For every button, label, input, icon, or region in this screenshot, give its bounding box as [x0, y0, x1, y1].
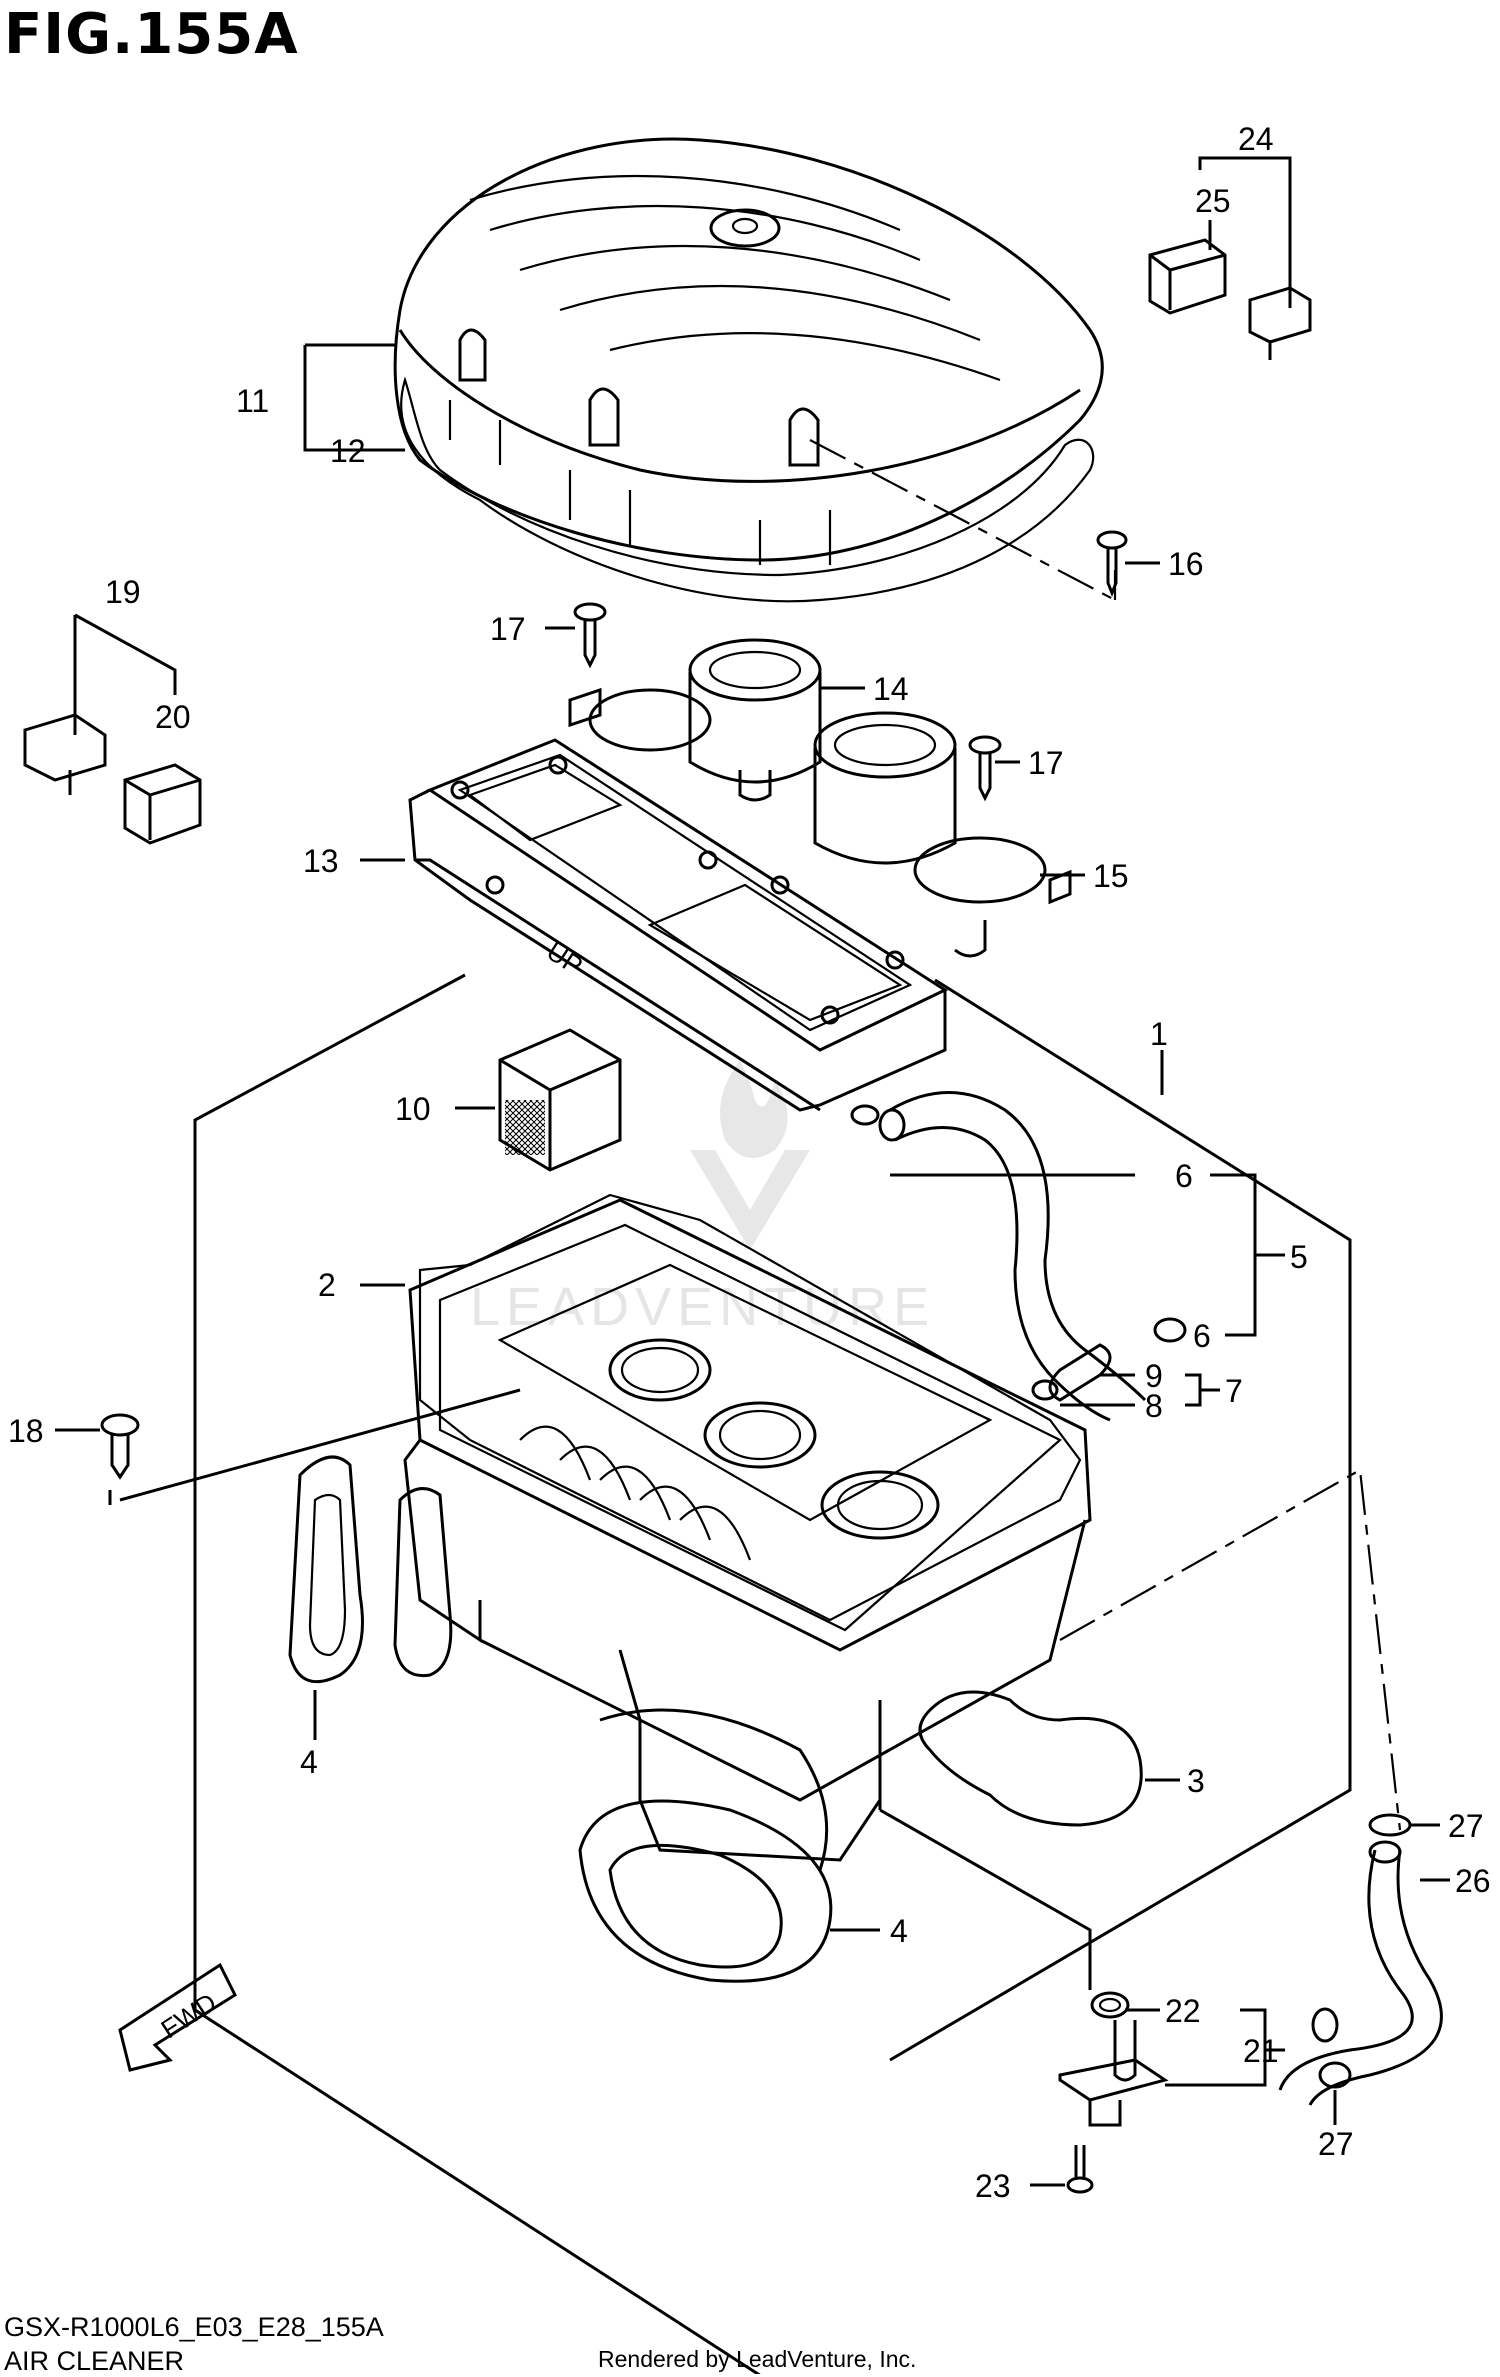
duct-seal-4-left [288, 1455, 453, 1684]
watermark: LEADVENTURE [470, 1060, 935, 1337]
air-filter-element-13: UP [408, 738, 949, 1112]
callout-8: 8 [1145, 1388, 1163, 1424]
cover-leader-line [809, 439, 1116, 601]
callout-10: 10 [395, 1091, 431, 1127]
screw-17-upper [573, 602, 607, 669]
intake-temp-sensor-21 [1058, 1991, 1169, 2127]
diagram-name: AIR CLEANER [4, 2346, 185, 2376]
assembly-outline-1 [193, 973, 761, 2374]
callout-14: 14 [873, 671, 909, 707]
callout-16: 16 [1168, 546, 1204, 582]
assembly-outline-1-right [889, 978, 1352, 2062]
fwd-label: FWD [156, 1987, 222, 2044]
callout-5: 5 [1290, 1239, 1308, 1275]
callout-labels: 1 2 3 4 4 5 6 6 7 8 9 10 11 12 13 14 15 … [8, 121, 1491, 2204]
callout-27-upper: 27 [1448, 1808, 1484, 1844]
diagram-code: GSX-R1000L6_E03_E28_155A [4, 2312, 384, 2342]
bolt-18 [100, 1413, 140, 1505]
drain-tube-9 [1031, 1343, 1112, 1402]
callout-27-lower: 27 [1318, 2126, 1354, 2162]
callout-13: 13 [303, 843, 339, 879]
callout-24: 24 [1238, 121, 1274, 157]
air-cleaner-cover [393, 137, 1104, 603]
callout-7: 7 [1225, 1373, 1243, 1409]
screw-23 [1066, 2145, 1094, 2194]
callout-leaders [55, 156, 1450, 2187]
callout-9: 9 [1145, 1358, 1163, 1394]
callout-26: 26 [1455, 1863, 1491, 1899]
callout-17-lower: 17 [1028, 745, 1064, 781]
render-credit: Rendered by LeadVenture, Inc. [598, 2346, 917, 2372]
figure-title: FIG.155A [4, 2, 299, 67]
duct-seal-4-bottom [578, 1799, 833, 1983]
bolt-18-leader [119, 1388, 521, 1502]
callout-2: 2 [318, 1267, 336, 1303]
callout-12: 12 [330, 433, 366, 469]
callout-15: 15 [1093, 858, 1129, 894]
breather-hose-5 [850, 1091, 1187, 1422]
callout-23: 23 [975, 2168, 1011, 2204]
filter-mesh [467, 763, 903, 1022]
callout-20: 20 [155, 699, 191, 735]
sensor-connector-24 [1148, 238, 1312, 360]
callout-19: 19 [105, 574, 141, 610]
screw-16 [1096, 530, 1128, 598]
callout-6-lower: 6 [1193, 1318, 1211, 1354]
assembly-outline-1-bottom [878, 1700, 1092, 1990]
gasket-3 [918, 1690, 1143, 1827]
air-cleaner-case [403, 1193, 1092, 1871]
fwd-arrow: FWD [118, 1962, 237, 2072]
sensor-connector-19 [23, 713, 202, 845]
intake-funnel-15 [813, 711, 1072, 958]
watermark-text: LEADVENTURE [470, 1277, 935, 1337]
callout-4-bottom: 4 [890, 1913, 908, 1949]
callout-22: 22 [1165, 1993, 1201, 2029]
callout-6-upper: 6 [1175, 1158, 1193, 1194]
box-dashed-line [1059, 1468, 1402, 1831]
callout-4-left: 4 [300, 1744, 318, 1780]
callout-18: 18 [8, 1413, 44, 1449]
callout-1: 1 [1150, 1016, 1168, 1052]
callout-17-upper: 17 [490, 611, 526, 647]
callout-25: 25 [1195, 183, 1231, 219]
callout-3: 3 [1187, 1763, 1205, 1799]
callout-21: 21 [1243, 2033, 1279, 2069]
foam-block-10 [498, 1028, 622, 1172]
callout-11: 11 [236, 383, 269, 419]
filter-up-mark: UP [541, 936, 588, 981]
screw-17-lower [968, 735, 1002, 802]
drain-hose-26 [1278, 1813, 1443, 2106]
intake-funnel-14 [568, 638, 822, 802]
